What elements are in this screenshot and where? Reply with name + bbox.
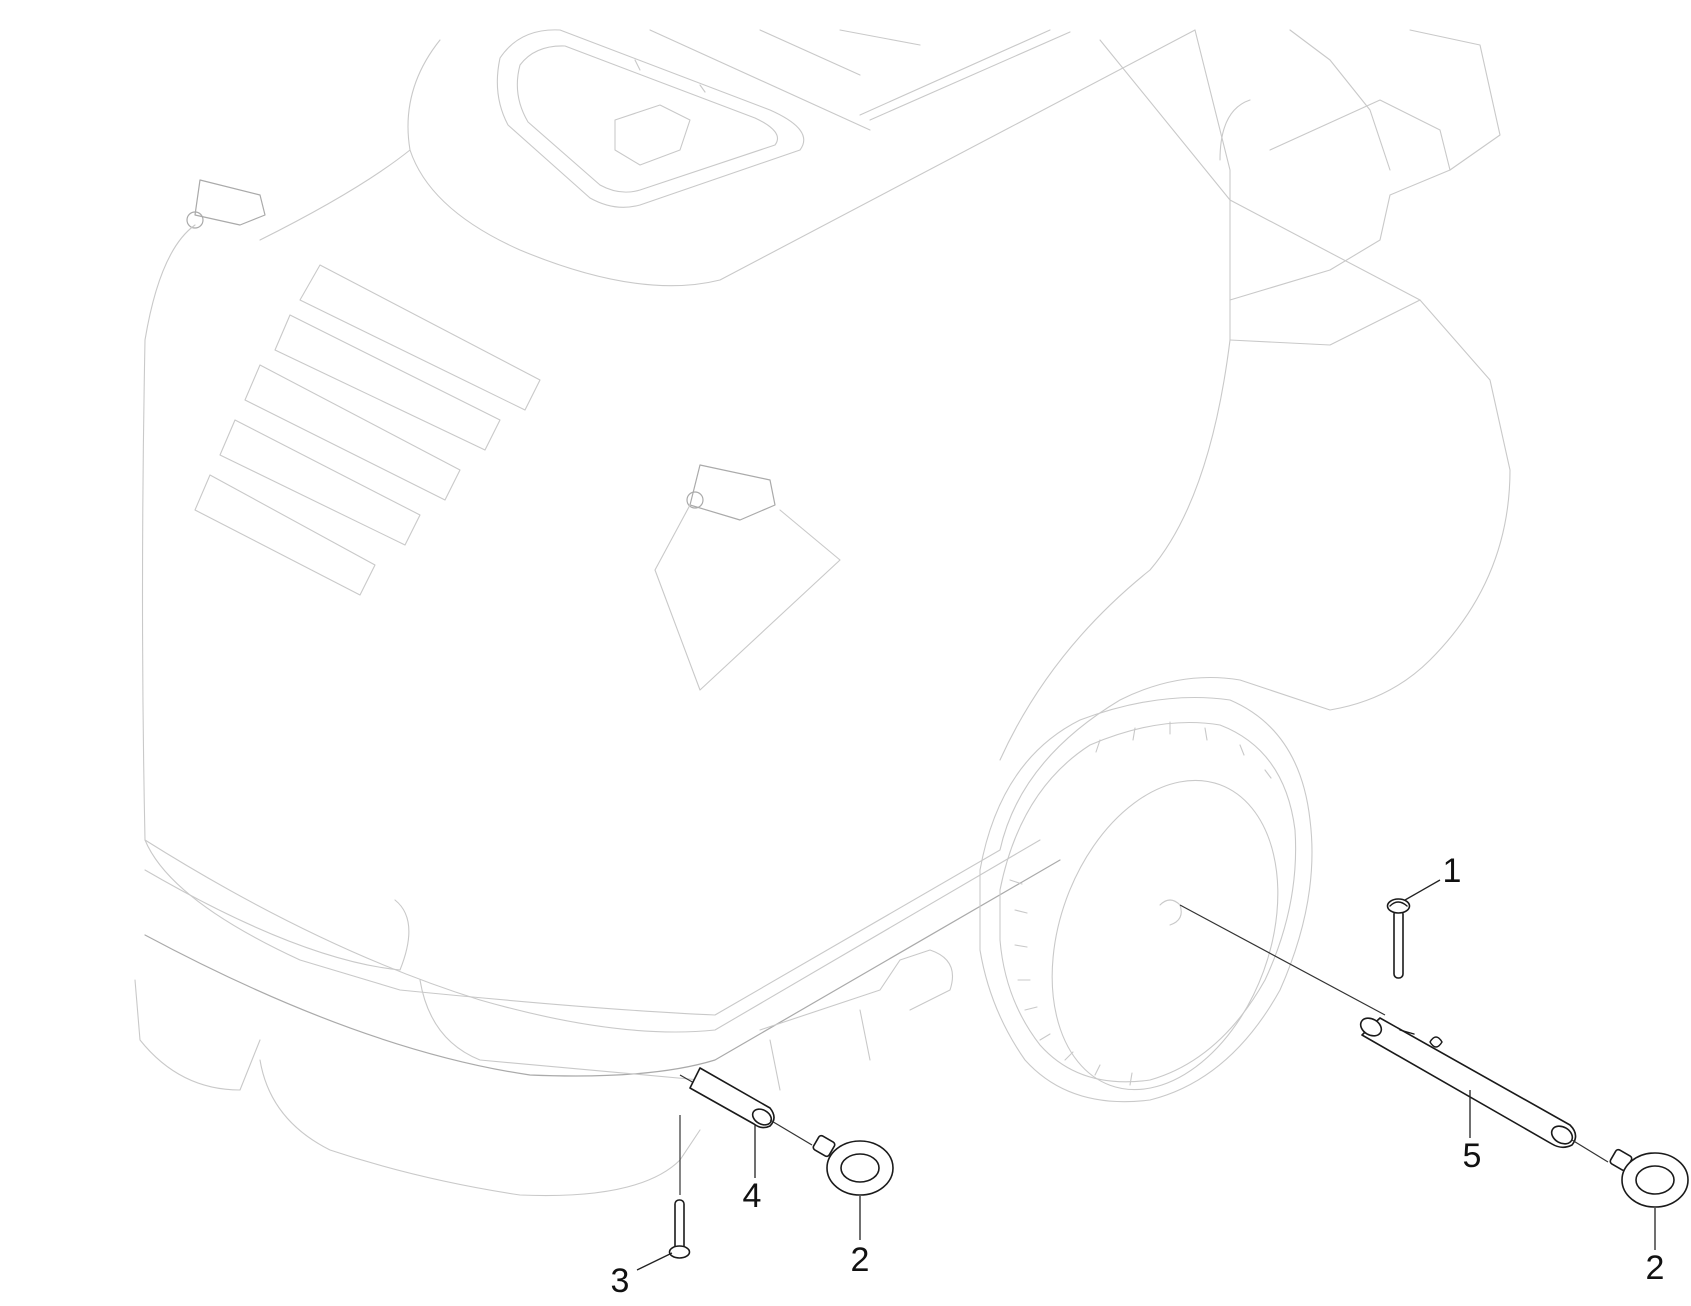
part-2-eye-nut-right: [1609, 1148, 1689, 1208]
part-2-eye-nut-left: [812, 1134, 894, 1196]
part-4-axle-rod: [689, 1067, 813, 1146]
part-1-bolt: [1386, 898, 1411, 979]
callout-5: 5: [1463, 1137, 1482, 1175]
part-3-bolt: [668, 1115, 691, 1259]
callout-2-right: 2: [1646, 1249, 1665, 1287]
callout-4: 4: [743, 1177, 762, 1215]
machine-body-ghost: [134, 29, 1511, 1197]
part-5-axle-rod: [1359, 1017, 1609, 1163]
callout-1: 1: [1443, 852, 1462, 890]
rear-axle-guide-line: [1179, 904, 1386, 1016]
callout-3: 3: [611, 1262, 630, 1300]
callout-2-left: 2: [851, 1241, 870, 1279]
callout-leaders: [636, 879, 1656, 1271]
